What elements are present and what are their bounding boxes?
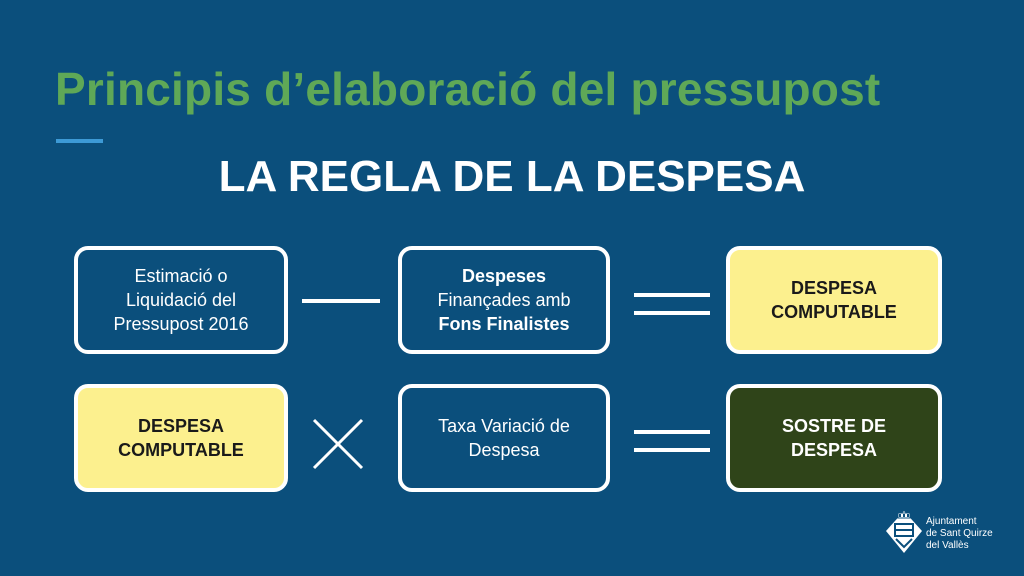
municipality-name: Ajuntament de Sant Quirze del Vallès xyxy=(926,516,993,552)
box-taxa-variacio: Taxa Variació de Despesa xyxy=(398,384,610,492)
box-line: Estimació o xyxy=(134,266,228,286)
times-operator-icon xyxy=(312,418,364,470)
slide-title: Principis d’elaboració del pressupost xyxy=(55,63,881,115)
box-line: Fons Finalistes xyxy=(438,314,570,334)
box-line: COMPUTABLE xyxy=(771,302,897,322)
box-estimacio-liquidacio: Estimació o Liquidació del Pressupost 20… xyxy=(74,246,288,354)
title-accent-bar xyxy=(56,139,103,143)
box-line: SOSTRE DE xyxy=(781,416,887,436)
box-despesa-computable-result: DESPESA COMPUTABLE xyxy=(726,246,942,354)
box-line: Despeses xyxy=(461,266,547,286)
box-line: DESPESA xyxy=(790,440,878,460)
box-despeses-finalistes: Despeses Finançades amb Fons Finalistes xyxy=(398,246,610,354)
box-line: Liquidació del xyxy=(125,290,237,310)
box-line: Pressupost 2016 xyxy=(113,314,249,334)
slide-subtitle: LA REGLA DE LA DESPESA xyxy=(218,152,806,201)
box-sostre-de-despesa: SOSTRE DE DESPESA xyxy=(726,384,942,492)
box-line: DESPESA xyxy=(790,278,877,298)
box-line: DESPESA xyxy=(137,416,224,436)
equals-operator-icon xyxy=(634,293,710,317)
box-line: Despesa xyxy=(468,440,540,460)
box-line: Finançades amb xyxy=(437,290,571,310)
logo-line: del Vallès xyxy=(926,540,969,551)
municipal-shield-icon xyxy=(886,511,922,553)
minus-operator-icon xyxy=(302,299,380,303)
equals-operator-icon xyxy=(634,430,710,454)
box-line: Taxa Variació de xyxy=(438,416,570,436)
logo-line: Ajuntament xyxy=(926,516,977,527)
box-despesa-computable: DESPESA COMPUTABLE xyxy=(74,384,288,492)
logo-line: de Sant Quirze xyxy=(926,528,993,539)
box-line: COMPUTABLE xyxy=(118,440,244,460)
